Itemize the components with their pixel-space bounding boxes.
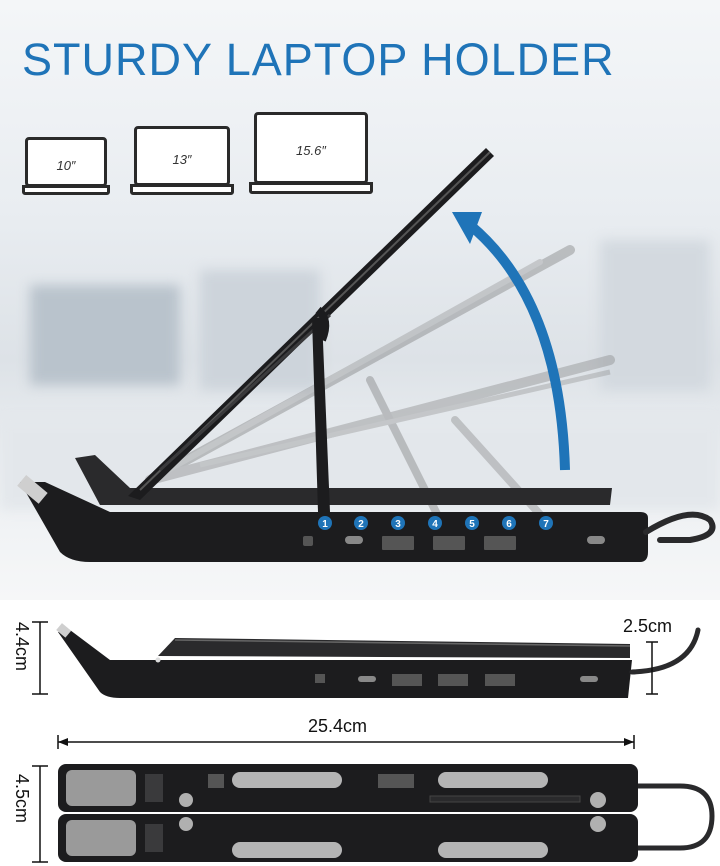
dimension-height-top: 4.5cm bbox=[12, 774, 32, 824]
laptop-size-label-13: 13″ bbox=[172, 151, 192, 167]
laptop-icon-15-6: 15.6″ bbox=[249, 112, 373, 198]
dimension-height-side: 4.4cm bbox=[12, 622, 32, 672]
port-usbc-1 bbox=[345, 536, 363, 544]
port-badge-4: 4 bbox=[432, 519, 438, 530]
laptop-icon-13: 13″ bbox=[130, 126, 234, 198]
port-button bbox=[303, 536, 313, 546]
side-view-diagram bbox=[32, 621, 701, 698]
background-window-left bbox=[30, 285, 180, 385]
port-badge-5: 5 bbox=[469, 519, 475, 530]
top-view-diagram bbox=[32, 764, 715, 863]
usb-cable bbox=[643, 511, 716, 543]
port-usbc-2 bbox=[587, 536, 605, 544]
port-badges: 1 2 3 4 5 6 7 bbox=[318, 516, 553, 530]
port-badge-6: 6 bbox=[506, 519, 512, 530]
dimension-length: 25.4cm bbox=[308, 716, 368, 736]
laptop-size-label-15-6: 15.6″ bbox=[296, 142, 326, 158]
laptop-icon-10: 10″ bbox=[22, 137, 110, 197]
port-badge-1: 1 bbox=[322, 519, 328, 530]
dimension-thickness: 2.5cm bbox=[623, 616, 673, 636]
port-usba-3 bbox=[484, 536, 516, 550]
port-badge-2: 2 bbox=[358, 519, 364, 530]
length-dimension-line bbox=[57, 735, 635, 749]
headline: STURDY LAPTOP HOLDER bbox=[22, 34, 615, 85]
port-usba-2 bbox=[433, 536, 465, 550]
laptop-size-label-10: 10″ bbox=[56, 158, 76, 174]
support-legs bbox=[312, 306, 330, 512]
ghost-positions bbox=[145, 245, 615, 524]
port-usba-1 bbox=[382, 536, 414, 550]
product-scene: STURDY LAPTOP HOLDER 10″ 13″ 15.6″ bbox=[0, 0, 720, 600]
rear-base bbox=[75, 455, 612, 505]
port-row bbox=[303, 536, 605, 550]
background-window-right bbox=[600, 240, 710, 390]
port-badge-3: 3 bbox=[395, 519, 401, 530]
tilt-arrow-head bbox=[452, 212, 482, 244]
port-badge-7: 7 bbox=[543, 519, 549, 530]
laptop-stand-illustration: 1 2 3 4 5 6 7 bbox=[17, 148, 716, 562]
tilt-arrow bbox=[466, 221, 570, 471]
